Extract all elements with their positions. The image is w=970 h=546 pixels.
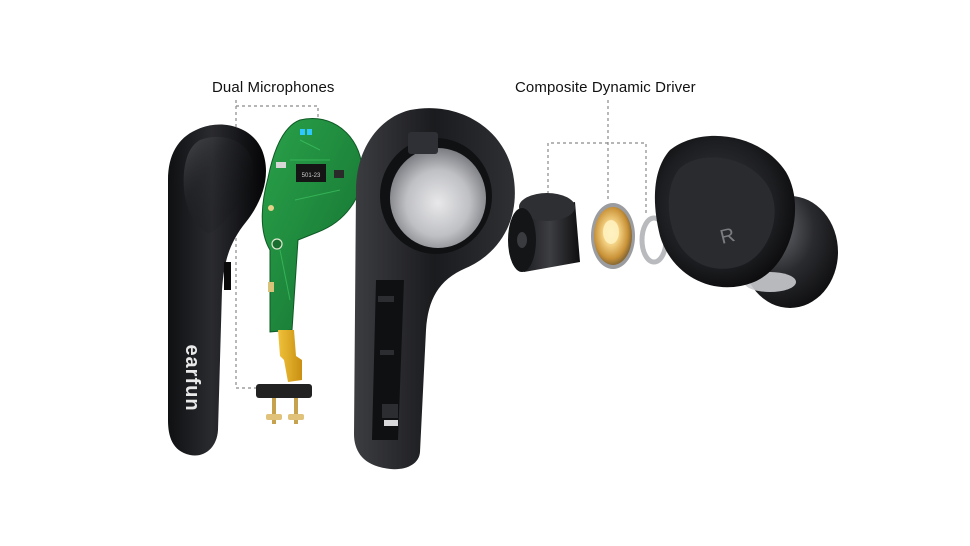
- pcb-board: 501-23: [256, 118, 363, 424]
- front-cover-with-ear-tip: R: [654, 135, 838, 308]
- pcb-connector: [256, 384, 312, 398]
- dual-microphones-callout: Dual Microphones: [212, 79, 335, 96]
- composite-dynamic-driver-callout: Composite Dynamic Driver: [515, 79, 696, 96]
- driver-leader-lines: [547, 100, 647, 214]
- microphone-icon: [300, 129, 305, 135]
- chip-marking: 501-23: [302, 173, 321, 179]
- driver-chamber: [508, 193, 580, 272]
- side-marking: R: [718, 224, 737, 249]
- outer-shell: earfun: [168, 124, 267, 456]
- earfun-logo: earfun: [181, 344, 203, 411]
- microphone-icon: [307, 129, 312, 135]
- composite-dynamic-driver: [591, 203, 635, 269]
- inner-shell: [354, 108, 515, 470]
- pcb-chip: [296, 164, 326, 182]
